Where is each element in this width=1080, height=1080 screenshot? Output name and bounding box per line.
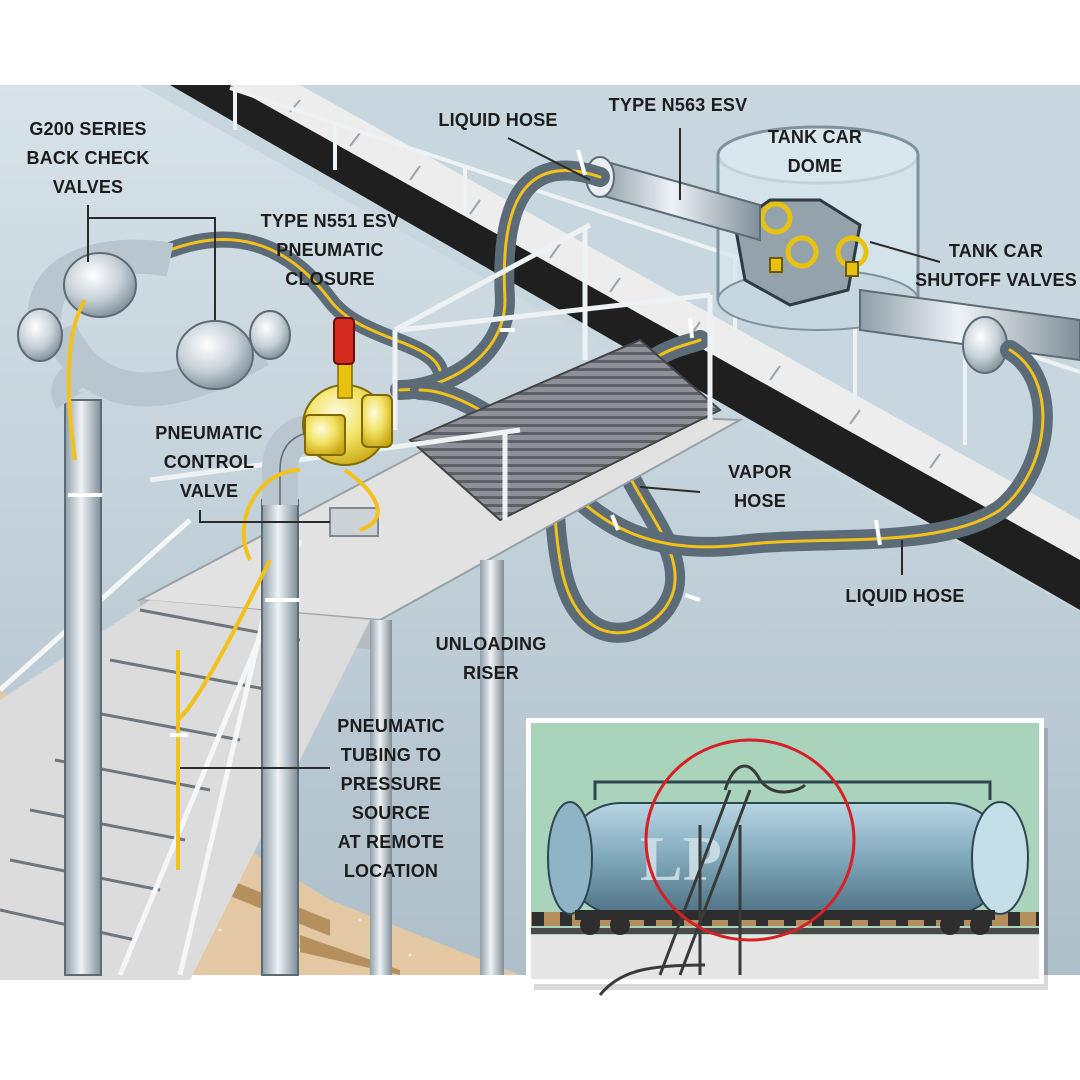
label-liquid-hose-top: LIQUID HOSE bbox=[438, 110, 558, 130]
vapor-pipe-lower bbox=[859, 288, 1080, 374]
inset-panel: LP bbox=[526, 718, 1048, 996]
n551-esv bbox=[302, 357, 393, 466]
pneumatic-closure-actuator bbox=[333, 317, 355, 365]
leader-lines bbox=[87, 128, 941, 769]
inset-tank-marking: LP bbox=[640, 823, 722, 894]
inset-loading-stand bbox=[598, 764, 807, 996]
g200-back-check-valves bbox=[17, 239, 291, 409]
platform-rails bbox=[149, 222, 713, 520]
pneumatic-control-valve bbox=[329, 507, 379, 537]
label-type-n563-esv: TYPE N563 ESV bbox=[608, 95, 748, 115]
inset-highlight-circle bbox=[644, 738, 856, 942]
label-liquid-hose-bottom: LIQUID HOSE bbox=[845, 586, 965, 606]
hose-clamps bbox=[68, 149, 882, 737]
tank-car-shutoff-valves bbox=[759, 201, 869, 277]
pneumatic-tubing bbox=[66, 298, 380, 870]
inset-tank-car: LP bbox=[547, 780, 1029, 935]
